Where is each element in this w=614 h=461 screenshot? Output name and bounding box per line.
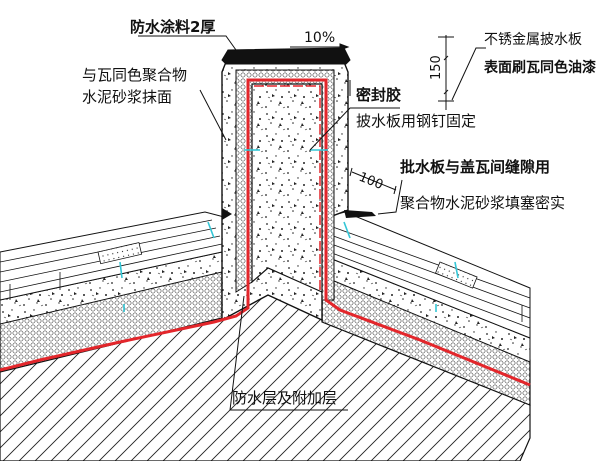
leader-lines [138, 35, 486, 411]
label-nail-fix: 披水板用钢钉固定 [356, 112, 476, 130]
label-flashing-1: 不锈金属披水板 [484, 32, 582, 48]
label-flashing-2: 表面刷瓦同色油漆 [483, 59, 596, 76]
flashing-left [222, 208, 232, 220]
ridge-core [251, 83, 323, 293]
label-dim-150: 150 [429, 55, 444, 80]
label-slope: 10% [304, 30, 335, 46]
cap-coating [221, 47, 351, 65]
roof-tiles-right [321, 211, 531, 339]
nail-anchors [119, 149, 459, 312]
label-membrane: 防水层及附加层 [232, 389, 337, 407]
waterproof-membrane [0, 78, 531, 387]
label-mortar-2: 水泥砂浆抹面 [82, 88, 172, 106]
label-gap-2: 聚合物水泥砂浆填塞密实 [400, 194, 565, 212]
label-sealant: 密封胶 [356, 86, 401, 104]
waterproof-membrane-inner [254, 85, 321, 290]
label-dim-100: 100 [357, 170, 386, 193]
label-coating: 防水涂料2厚 [130, 18, 215, 36]
label-mortar-1: 与瓦同色聚合物 [82, 66, 187, 84]
flashing-right [344, 210, 376, 218]
label-gap-1: 批水板与盖瓦间缝隙用 [400, 158, 550, 176]
roof-tiles-left [0, 211, 229, 301]
